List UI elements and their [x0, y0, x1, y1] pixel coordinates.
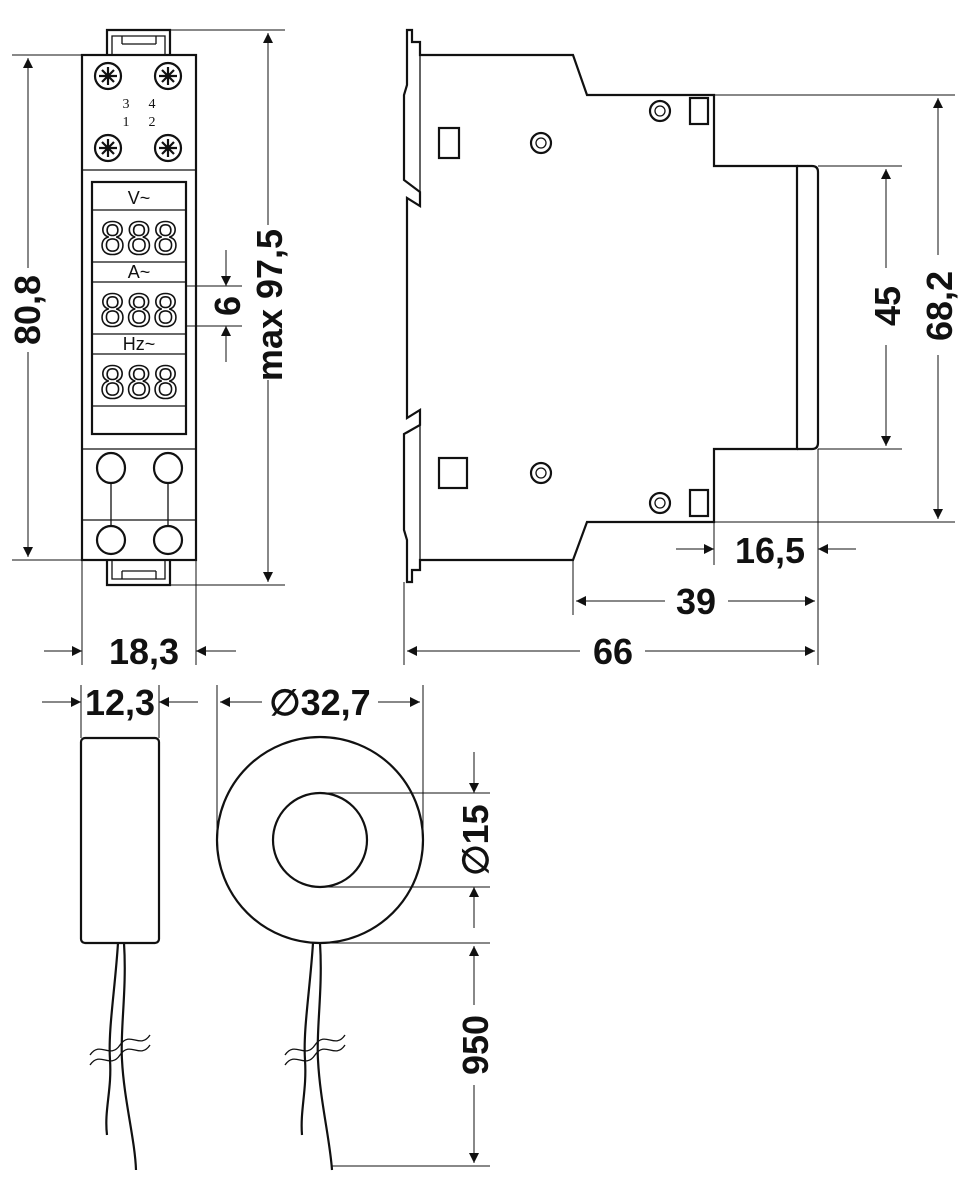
terminal-label: 4	[149, 97, 156, 112]
side-view	[402, 28, 820, 584]
dimension-body-height: 68,2	[919, 271, 958, 341]
side-dimensions: 68,2 45 16,5 39 66	[403, 94, 958, 672]
current-transformer-side: 12,3	[42, 682, 198, 1171]
dimension-module-width: 18,3	[109, 631, 179, 672]
front-dimensions: 80,8 max 97,5 6 18,3	[7, 29, 290, 672]
dimension-max-height: max 97,5	[249, 229, 290, 381]
terminal-screw-icon	[93, 133, 123, 163]
dimension-ct-width: 12,3	[85, 682, 155, 723]
dimension-module-height: 80,8	[7, 275, 48, 345]
front-view: 3 4 1 2 V~ 888 A~ 888 Hz~ 888	[80, 28, 198, 587]
frequency-readout: 888	[99, 358, 178, 409]
frequency-label: Hz~	[123, 334, 156, 354]
dimension-ct-outer-diameter: ∅32,7	[269, 682, 370, 723]
voltage-readout: 888	[99, 214, 178, 265]
dimension-depth-body: 39	[676, 581, 716, 622]
terminal-screw-icon	[153, 61, 183, 91]
terminal-label: 1	[123, 115, 130, 130]
current-label: A~	[128, 262, 151, 282]
voltage-label: V~	[128, 188, 151, 208]
dimension-digit-height: 6	[207, 296, 248, 316]
dimension-ct-inner-diameter: ∅15	[455, 804, 496, 875]
dimension-lead-length: 950	[455, 1015, 496, 1075]
dimension-rail-width: 45	[867, 286, 908, 326]
terminal-label: 3	[123, 97, 130, 112]
current-readout: 888	[99, 286, 178, 337]
terminal-screw-icon	[93, 61, 123, 91]
dimension-depth-step: 16,5	[735, 530, 805, 571]
terminal-label: 2	[149, 115, 156, 130]
current-transformer-front: ∅32,7 ∅15 950	[215, 682, 496, 1171]
dimension-total-depth: 66	[593, 631, 633, 672]
terminal-screw-icon	[153, 133, 183, 163]
